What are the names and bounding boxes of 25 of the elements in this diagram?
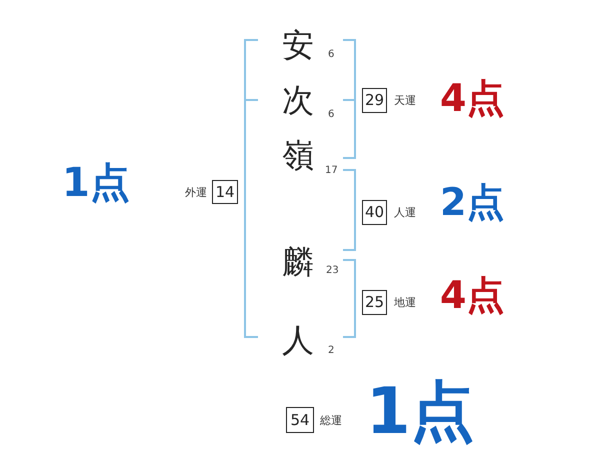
stroke-count: 2 [328,346,334,356]
stroke-count: 23 [326,266,339,276]
name-character: 安 [282,29,314,61]
number-box: 14 [212,180,238,204]
number-box: 25 [362,290,387,315]
number-box: 54 [286,407,314,433]
name-character: 次 [282,84,314,116]
fortune-label: 天運 [394,95,416,106]
score-text: 4点 [440,276,504,314]
score-text: 4点 [440,79,504,117]
fortune-label: 人運 [394,207,416,218]
fortune-label: 外運 [185,187,207,198]
fortune-label: 地運 [394,297,416,308]
score-text: 1点 [62,163,130,203]
score-text: 1点 [366,380,475,444]
name-character: 麟 [282,246,314,278]
name-character: 嶺 [282,139,314,171]
score-text: 2点 [440,183,504,221]
stroke-count: 17 [325,166,338,176]
number-box: 40 [362,200,387,225]
stroke-count: 6 [328,50,334,60]
number-box: 29 [362,88,387,113]
stroke-count: 6 [328,110,334,120]
name-character: 人 [282,324,314,356]
fortune-label: 総運 [320,415,342,426]
